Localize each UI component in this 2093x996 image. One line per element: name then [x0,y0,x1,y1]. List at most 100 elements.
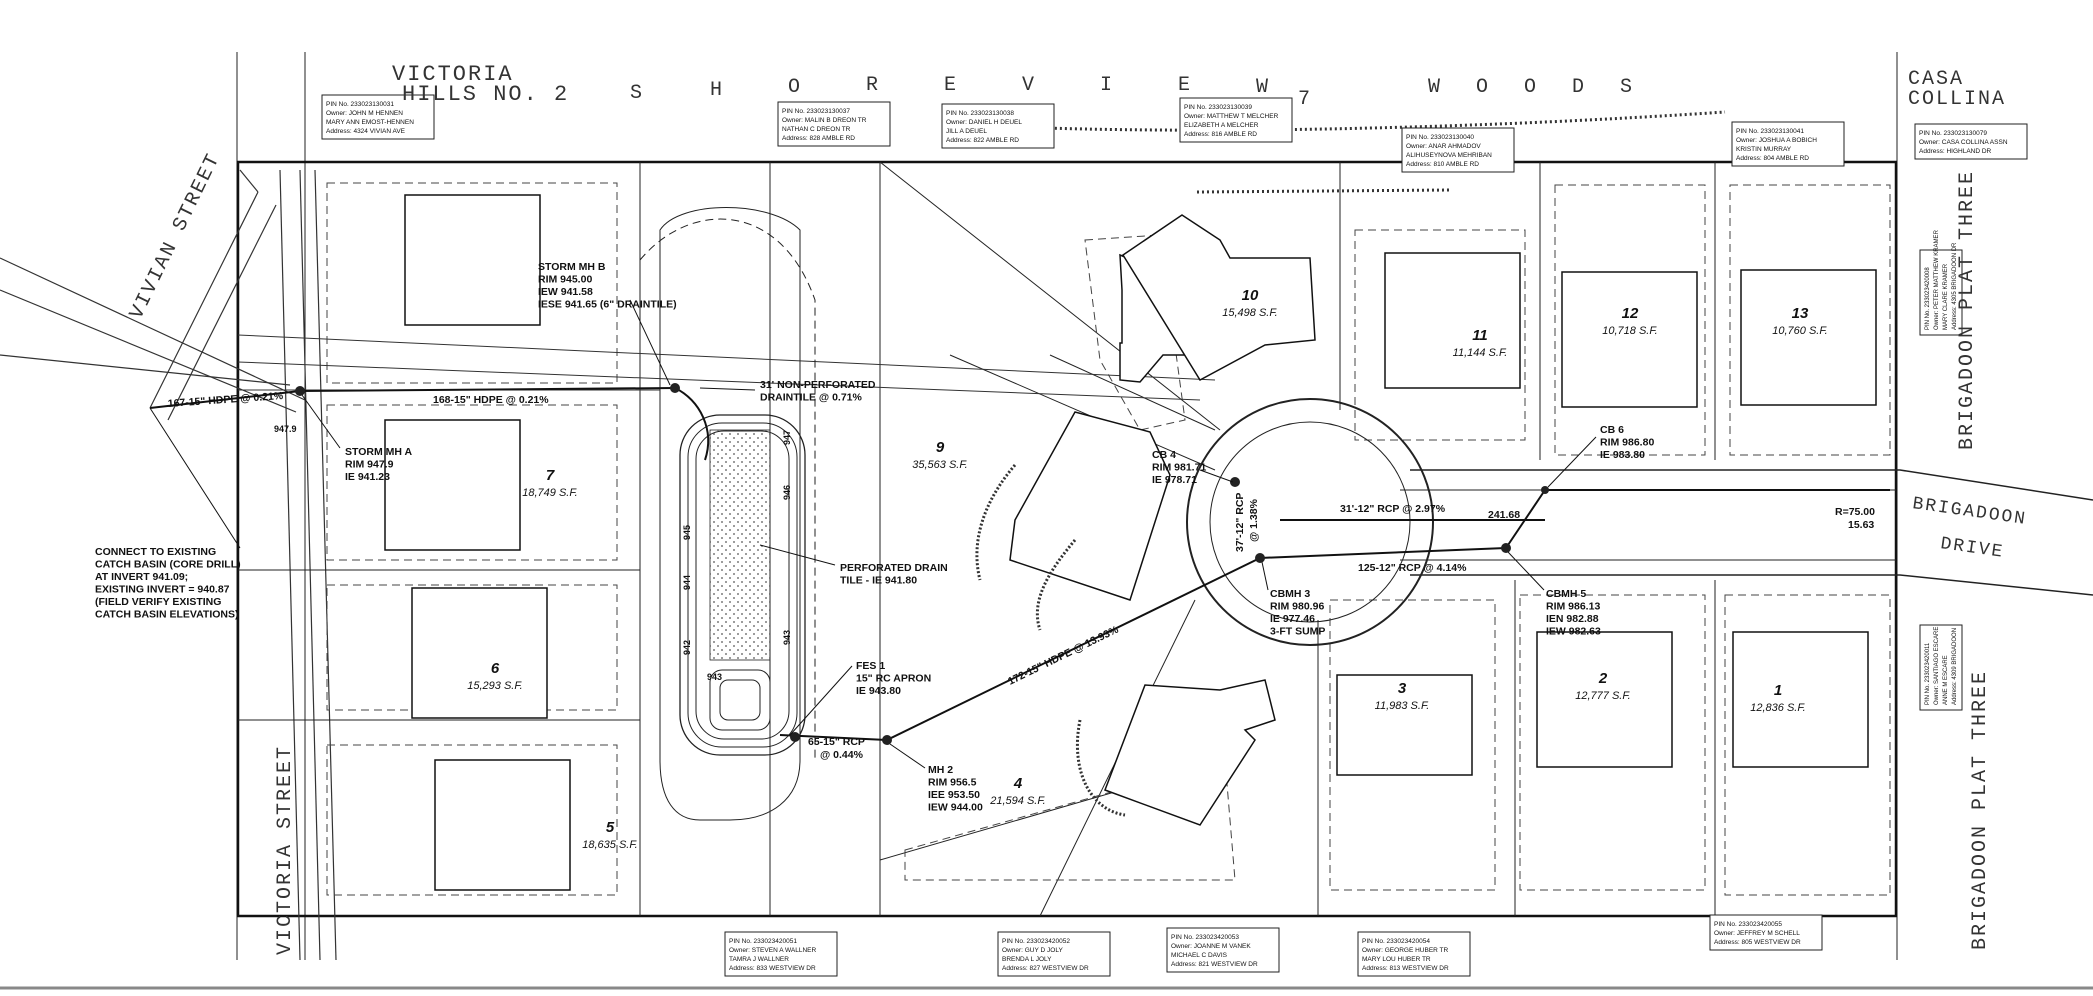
lot-number: 10 [1242,287,1259,304]
owner-box-line: PIN No. 233023420052 [1002,938,1070,945]
shoreview-letter: E [1178,74,1192,97]
owner-box-line: KRISTIN MURRAY [1736,146,1792,153]
owner-box-line: Owner: JOHN M HENNEN [326,110,403,117]
owner-box-line: Address: 805 WESTVIEW DR [1714,939,1801,946]
side-box-line: Owner: SANTIAGO ESCARE [1934,627,1940,705]
lot-label-12: 12 10,718 S.F. [1602,305,1657,337]
owner-box-line: Address: 816 AMBLE RD [1184,131,1257,138]
pipe-label-167: 167-15" HDPE @ 0.21% [167,390,284,410]
tree-chains [975,464,1126,817]
storm-pipes [149,387,1890,741]
callout-leader [1261,561,1269,591]
dimension-241: 241.68 [1488,509,1520,521]
shoreview-letter: V [1022,74,1036,97]
lot-area: 18,635 S.F. [582,839,637,851]
property-boundary [236,160,1898,918]
lot-lines [238,161,1716,917]
side-box-line: MARY CLARE KRAMER [1943,263,1949,330]
pipe-label-168: 168-15" HDPE @ 0.21% [433,394,549,406]
callout-line: (FIELD VERIFY EXISTING [95,596,221,608]
callout-line: RIM 986.80 [1600,437,1654,449]
owner-box-line: Address: HIGHLAND DR [1919,148,1992,155]
callout-line: RIM 981.71 [1152,462,1206,474]
owner-box-line: Address: 833 WESTVIEW DR [729,965,816,972]
owner-box-line: Owner: DANIEL H DEUEL [946,119,1022,126]
shoreview-letter: W [1428,76,1442,99]
buildings [384,194,1877,891]
callout-line: IEW 941.58 [538,286,593,298]
owner-box-line: Owner: JOANNE M VANEK [1171,943,1251,950]
lot-number: 11 [1472,327,1488,344]
owner-box-line: PIN No. 233023130041 [1736,128,1804,135]
owner-box-frame [777,101,891,147]
lot-number: 12 [1622,305,1639,322]
lot-number: 6 [491,660,500,677]
owner-box-line: PIN No. 233023420051 [729,938,797,945]
side-box-line: PIN No. 233023420008 [1925,267,1931,330]
callout-line: STORM MH A [345,446,412,458]
structures [295,383,1549,745]
owner-box-line: MARY ANN EMOST-HENNEN [326,119,414,126]
owner-box-line: Address: 827 WESTVIEW DR [1002,965,1089,972]
owner-box-line: Owner: GUY D JOLY [1002,947,1063,954]
owner-box-frame [941,103,1055,149]
lot-number: 9 [936,439,945,456]
callout-leader [301,394,341,449]
callout-line: IEW 982.63 [1546,626,1601,638]
contour-942: 942 [682,640,692,655]
street-brigadoon-plat-2: BRIGADOON PLAT THREE [1969,670,1992,950]
owner-box-line: ALIHUSEYNOVA MEHRIBAN [1406,152,1492,159]
owner-box-line: Owner: GEORGE HUBER TR [1362,947,1449,954]
street-victoria: VICTORIA STREET [274,745,297,955]
owner-box-line: PIN No. 233023420055 [1714,921,1782,928]
owner-box-line: PIN No. 233023130039 [1184,104,1252,111]
pipe-label-65: 65-15" RCP [808,736,865,748]
radius-label-2: 15.63 [1848,519,1874,531]
callout-leader [1507,551,1545,591]
callout-line: IE 977.46 [1270,613,1315,625]
contour-944: 944 [682,575,692,590]
street-vivian: VIVIAN STREET [126,149,226,323]
lot-label-9: 935,563 S.F. [912,439,967,471]
owner-box-line: Address: 828 AMBLE RD [782,135,855,142]
lot-number: 13 [1792,305,1809,322]
lot-label-3: 311,983 S.F. [1375,680,1430,712]
owner-box-line: Address: 822 AMBLE RD [946,137,1019,144]
street-brigadoon-drive-1: BRIGADOON [1911,494,2028,530]
lot-area: 11,983 S.F. [1375,700,1430,712]
street-casa-colina-1: CASA [1908,68,1964,91]
side-box-frame [1919,249,1963,336]
shoreview-letter: I [1100,74,1114,97]
callout-perf: PERFORATED DRAINTILE - IE 941.80 [759,544,948,587]
owner-box-line: Address: 813 WESTVIEW DR [1362,965,1449,972]
lot-area: 15,498 S.F. [1222,307,1277,319]
shoreview-letter: O [1476,76,1490,99]
callout-line: DRAINTILE @ 0.71% [760,392,863,404]
callout-line: STORM MH B [538,261,606,273]
owner-box-line: PIN No. 233023130037 [782,108,850,115]
callout-line: PERFORATED DRAIN [840,562,948,574]
owner-box-line: Owner: CASA COLLINA ASSN [1919,139,2008,146]
owner-box-line: PIN No. 233023130038 [946,110,1014,117]
contour-947-9: 947.9 [274,424,297,434]
shoreview-letter: R [866,74,880,97]
lot-area: 10,718 S.F. [1602,325,1657,337]
owner-box-frame [997,931,1111,977]
shoreview-letter: W [1256,76,1270,99]
side-box-frame [1919,624,1963,711]
callout-line: CBMH 3 [1270,588,1310,600]
side-box-line: Owner: PETER MATTHEW KRAMER [1934,229,1940,330]
owner-box-line: MICHAEL C DAVIS [1171,952,1228,959]
